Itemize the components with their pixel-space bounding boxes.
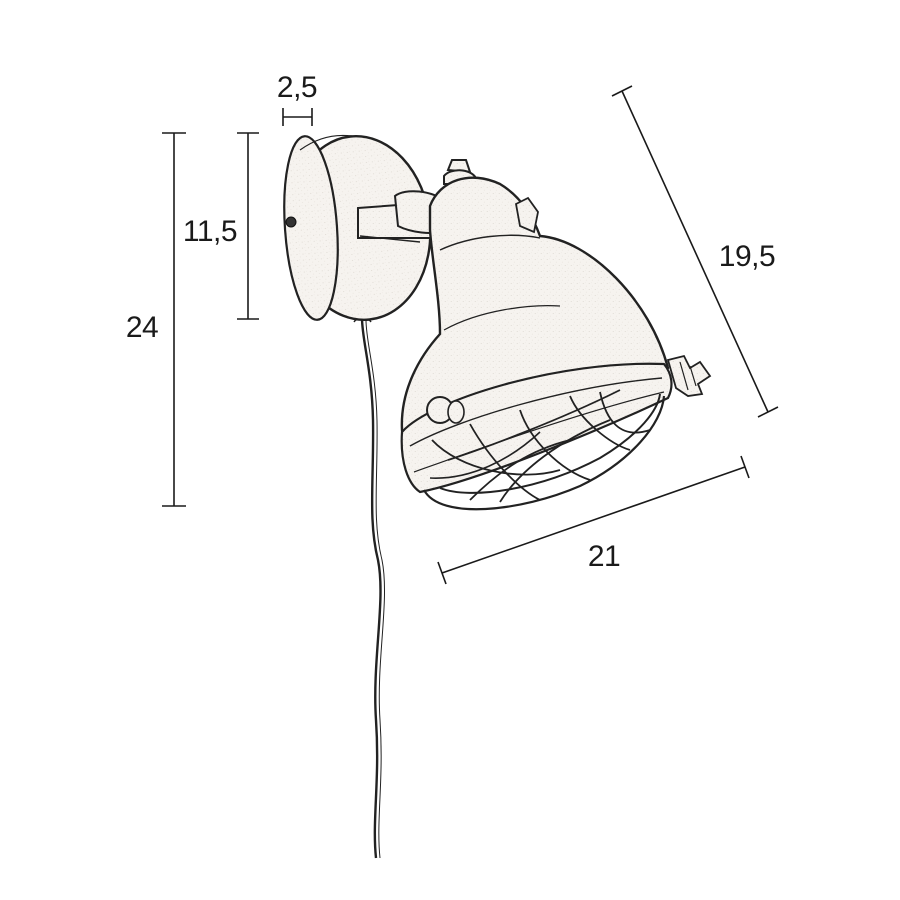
dimension-mount-height-label: 11,5	[183, 215, 237, 248]
dimension-total-width-tick-right	[740, 455, 750, 479]
mount-screw	[285, 216, 297, 228]
dimension-total-height-label: 24	[126, 311, 158, 344]
dimension-shade-length: 19,5	[611, 85, 779, 418]
side-knob	[666, 354, 712, 397]
dimension-mount-depth-label: 2,5	[277, 71, 317, 104]
dimension-shade-length-tick-bottom	[757, 406, 779, 418]
dimension-shade-length-tick-top	[611, 85, 633, 97]
power-cord	[360, 317, 382, 859]
dimension-mount-height: 11,5	[183, 132, 259, 320]
dimension-total-height: 24	[126, 132, 186, 507]
dimension-mount-depth: 2,5	[277, 71, 318, 126]
dimension-shade-length-label: 19,5	[719, 240, 775, 273]
lamp-illustration	[283, 134, 712, 859]
dimension-total-width-tick-left	[437, 561, 447, 585]
dimension-shade-length-line	[621, 90, 769, 413]
dimension-total-width-line	[441, 466, 746, 574]
dimension-total-width: 21	[437, 455, 750, 585]
dimension-total-width-label: 21	[588, 540, 620, 573]
wire-cage-grill	[423, 389, 666, 511]
